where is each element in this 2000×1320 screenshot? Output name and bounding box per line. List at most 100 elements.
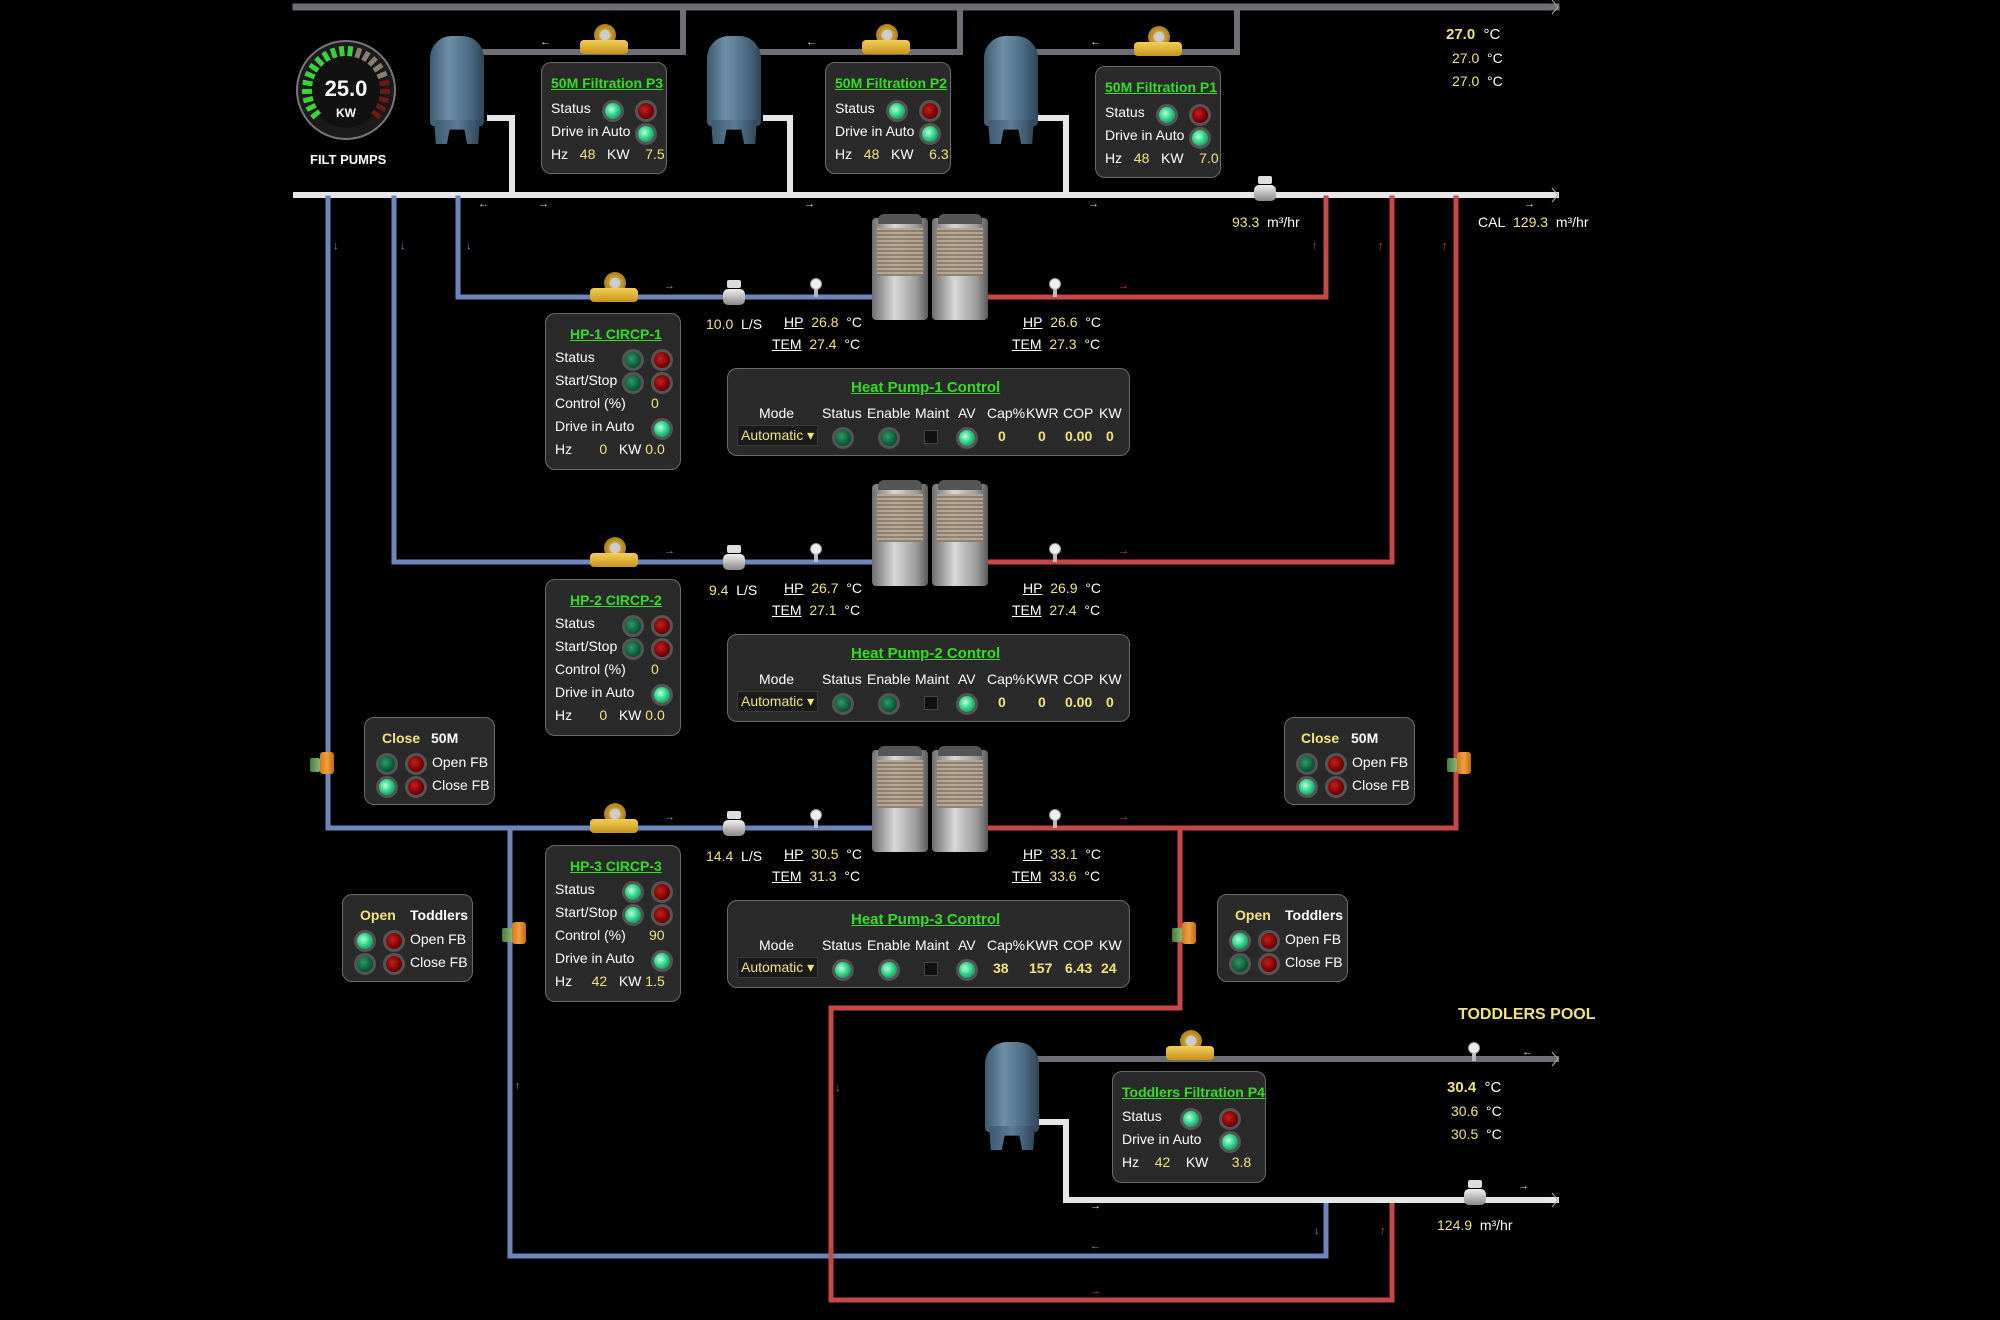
circ-3-flow: 14.4 L/S bbox=[706, 848, 763, 864]
flow-arrow-icon: ↓ bbox=[1314, 1225, 1320, 1237]
close-fb-green-indicator bbox=[376, 776, 398, 798]
kw-value: 0 bbox=[1106, 428, 1114, 444]
control-label: Control (%) bbox=[555, 395, 626, 411]
open-fb-label: Open FB bbox=[1285, 931, 1342, 947]
circ-pump-1-title[interactable]: HP-1 CIRCP-1 bbox=[570, 326, 662, 342]
circ-pump-2-title[interactable]: HP-2 CIRCP-2 bbox=[570, 592, 662, 608]
hp1-outlet-hp-temp: HP 26.6 °C bbox=[1023, 314, 1101, 330]
control-value[interactable]: 90 bbox=[649, 927, 665, 943]
control-value[interactable]: 0 bbox=[651, 395, 659, 411]
valve-pool: Toddlers bbox=[410, 907, 469, 923]
flow-arrow-icon: ↑ bbox=[1312, 240, 1318, 252]
toddlers-filtration-p4-title[interactable]: Toddlers Filtration P4 bbox=[1122, 1084, 1265, 1100]
start-indicator[interactable] bbox=[622, 638, 644, 660]
heat-pump-2-control-title[interactable]: Heat Pump-2 Control bbox=[851, 645, 1001, 662]
heat-pump-3-control-title[interactable]: Heat Pump-3 Control bbox=[851, 911, 1001, 928]
circ-pump-3-title[interactable]: HP-3 CIRCP-3 bbox=[570, 858, 662, 874]
maint-checkbox[interactable] bbox=[924, 696, 938, 710]
maint-checkbox[interactable] bbox=[924, 430, 938, 444]
start-indicator[interactable] bbox=[622, 904, 644, 926]
status-indicator bbox=[622, 349, 644, 371]
motorized-valve-icon[interactable] bbox=[310, 752, 336, 774]
control-label: Control (%) bbox=[555, 927, 626, 943]
pool-temp-50m-3: 27.0 °C bbox=[1452, 73, 1503, 89]
cop-value: 0.00 bbox=[1065, 694, 1093, 710]
filtration-pump-p3-icon[interactable] bbox=[580, 24, 628, 56]
valve-state[interactable]: Close bbox=[1301, 730, 1340, 746]
maint-checkbox[interactable] bbox=[924, 962, 938, 976]
motorized-valve-icon[interactable] bbox=[1447, 752, 1473, 774]
valve-state[interactable]: Open bbox=[1235, 907, 1271, 923]
gauge-segment bbox=[378, 95, 390, 104]
filtration-pump-p1-icon[interactable] bbox=[1134, 26, 1182, 58]
flow-arrow-icon: ↑ bbox=[1442, 240, 1448, 252]
enable-header: Enable bbox=[867, 671, 911, 687]
hp-enable-indicator[interactable] bbox=[878, 693, 900, 715]
kw-header: KW bbox=[1099, 671, 1122, 687]
hp-enable-indicator[interactable] bbox=[878, 427, 900, 449]
stop-indicator[interactable] bbox=[651, 904, 673, 926]
start-indicator[interactable] bbox=[622, 372, 644, 394]
gauge-segment bbox=[305, 102, 317, 112]
kwr-value: 0 bbox=[1038, 428, 1046, 444]
valve-pool: 50M bbox=[431, 730, 459, 746]
open-fb-label: Open FB bbox=[432, 754, 489, 770]
toddlers-filtration-pump-p4-icon[interactable] bbox=[1166, 1030, 1214, 1062]
control-value[interactable]: 0 bbox=[651, 661, 659, 677]
toddlers-temp-2: 30.6 °C bbox=[1451, 1103, 1502, 1119]
heat-pump-2-control-panel: Heat Pump-2 Control Mode Status Enable M… bbox=[727, 634, 1130, 722]
open-fb-green-indicator bbox=[1296, 753, 1318, 775]
cap-value: 38 bbox=[993, 960, 1009, 976]
cap-value: 0 bbox=[998, 428, 1006, 444]
mode-dropdown[interactable]: Automatic ▾ bbox=[737, 957, 819, 978]
toddlers-filtration-p4-panel: Toddlers Filtration P4 Status Drive in A… bbox=[1112, 1071, 1266, 1183]
fault-indicator bbox=[635, 100, 657, 122]
status-label: Status bbox=[551, 100, 591, 116]
heat-pump-2-unit[interactable] bbox=[872, 480, 990, 588]
pressure-gauge-icon bbox=[1049, 809, 1061, 829]
gauge-segment bbox=[367, 56, 378, 67]
valve-state[interactable]: Open bbox=[360, 907, 396, 923]
sand-filter-tank-1 bbox=[430, 28, 484, 146]
motorized-valve-icon[interactable] bbox=[1172, 922, 1198, 944]
heat-pump-1-control-title[interactable]: Heat Pump-1 Control bbox=[851, 379, 1001, 396]
drive-auto-indicator bbox=[919, 123, 941, 145]
filt-pumps-kw-gauge: 25.0 KW bbox=[296, 40, 396, 140]
mode-dropdown[interactable]: Automatic ▾ bbox=[737, 425, 819, 446]
filtration-p1-title[interactable]: 50M Filtration P1 bbox=[1105, 79, 1218, 95]
flow-arrow-icon: ↓ bbox=[835, 1082, 841, 1094]
mode-dropdown[interactable]: Automatic ▾ bbox=[737, 691, 819, 712]
valve-state[interactable]: Close bbox=[382, 730, 421, 746]
filtration-p3-title[interactable]: 50M Filtration P3 bbox=[551, 75, 664, 91]
circ-pump-2-icon[interactable] bbox=[590, 537, 638, 569]
drive-auto-label: Drive in Auto bbox=[835, 123, 915, 139]
pipe-cold-toddlers bbox=[507, 825, 1329, 1259]
hp-enable-indicator[interactable] bbox=[878, 959, 900, 981]
gauge-value: 25.0 bbox=[324, 76, 368, 101]
stop-indicator[interactable] bbox=[651, 638, 673, 660]
gauge-segment bbox=[310, 109, 322, 120]
gauge-segment bbox=[329, 47, 338, 59]
hz-kw-row: Hz 48 KW 7.0 bbox=[1105, 150, 1219, 166]
open-fb-red-indicator bbox=[1325, 753, 1347, 775]
close-fb-label: Close FB bbox=[1285, 954, 1343, 970]
circ-pump-3-panel: HP-3 CIRCP-3 Status Start/Stop Control (… bbox=[545, 845, 681, 1002]
heat-pump-3-unit[interactable] bbox=[872, 746, 990, 854]
filtration-pump-p2-icon[interactable] bbox=[862, 24, 910, 56]
circ-pump-1-icon[interactable] bbox=[590, 272, 638, 304]
filtration-p1-panel: 50M Filtration P1 Status Drive in Auto H… bbox=[1095, 66, 1221, 178]
filtration-p2-title[interactable]: 50M Filtration P2 bbox=[835, 75, 948, 91]
flow-arrow-icon: → bbox=[1524, 198, 1535, 210]
motorized-valve-icon[interactable] bbox=[502, 922, 528, 944]
status-header: Status bbox=[822, 937, 862, 953]
enable-header: Enable bbox=[867, 937, 911, 953]
gauge-segment bbox=[376, 70, 388, 80]
filtration-p3-panel: 50M Filtration P3 Status Drive in Auto H… bbox=[541, 62, 667, 174]
stop-indicator[interactable] bbox=[651, 372, 673, 394]
close-fb-red-indicator bbox=[405, 776, 427, 798]
gauge-segment bbox=[370, 109, 382, 120]
circ-pump-3-icon[interactable] bbox=[590, 803, 638, 835]
flow-meter-icon bbox=[1254, 176, 1276, 202]
drive-auto-indicator bbox=[1219, 1131, 1241, 1153]
heat-pump-1-unit[interactable] bbox=[872, 214, 990, 322]
